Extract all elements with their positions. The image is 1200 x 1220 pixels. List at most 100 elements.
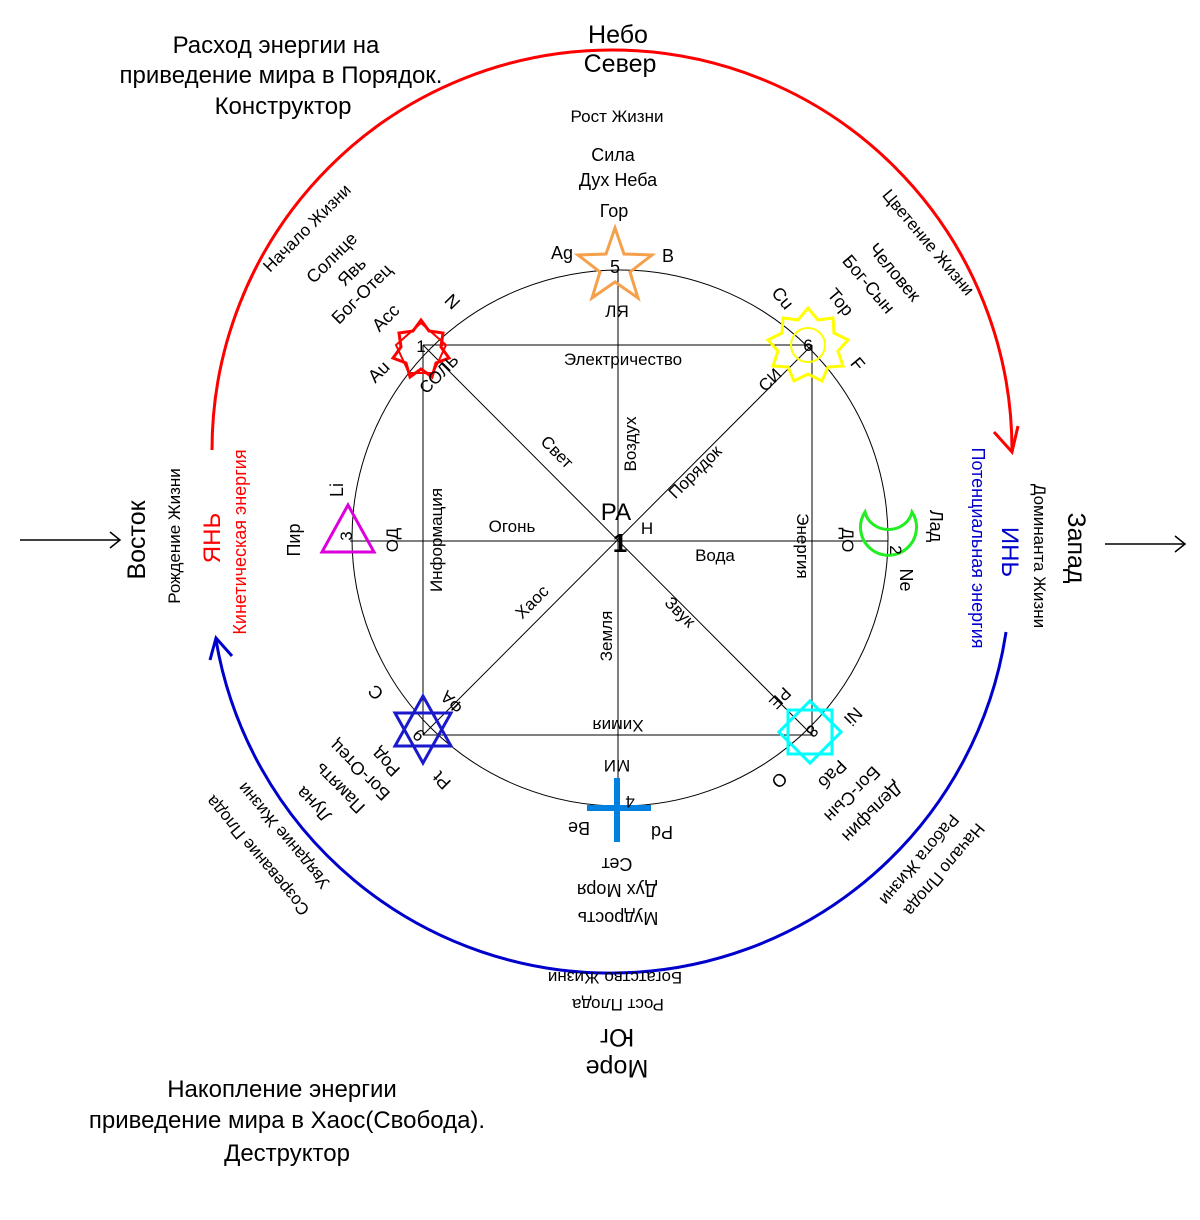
svg-text:Мудрость: Мудрость [578,908,659,928]
svg-text:Ne: Ne [896,568,916,591]
heptagram-red-inner [394,321,448,374]
svg-text:Пир: Пир [284,523,304,556]
svg-text:Au: Au [364,357,394,387]
svg-text:9: 9 [409,725,429,745]
link-energy: Энергия [793,513,812,578]
svg-text:1: 1 [416,337,425,356]
svg-text:Море: Море [586,1054,649,1082]
direction-east: Восток [123,499,151,579]
svg-text:Небо: Небо [588,21,648,49]
svg-text:5: 5 [610,257,620,277]
link-electricity: Электричество [564,350,682,369]
svg-text:O: O [767,768,791,792]
svg-text:ДО: ДО [838,528,857,553]
pentagram-icon [573,223,657,302]
svg-text:C: C [364,681,387,704]
svg-text:Расход энергии на: Расход энергии на [173,32,380,59]
svg-text:Конструктор: Конструктор [215,93,352,120]
svg-text:Дух Моря: Дух Моря [577,880,657,900]
blue-arrowhead-icon [208,634,234,661]
node-top: Сила Дух Неба Гор Ag B 5 ЛЯ [551,145,674,321]
link-sound: Звук [661,593,699,631]
node-1: Солнце Явь Бог-Отец Асс N Au 1 СОЛЬ [302,228,464,397]
svg-text:3: 3 [337,531,356,540]
link-fire: Огонь [489,517,536,536]
corner-text-bottom-left: Накопление энергии приведение мира в Хао… [89,1076,485,1167]
node-2: Лад Ne 2 ДО [838,508,946,592]
octagram-cyan-icon-b [776,698,844,766]
svg-text:8: 8 [802,721,822,741]
west-arrow-icon [1105,535,1187,553]
nonagram-yellow-icon [765,305,851,384]
link-earth: Земля [597,611,616,662]
svg-text:Лад: Лад [926,510,946,543]
east-arrow-icon [20,531,122,549]
direction-north: Небо Север [584,21,657,78]
svg-text:Pt: Pt [429,767,455,793]
svg-text:4: 4 [625,792,634,811]
hexagram-blue-icon-b [392,711,454,767]
svg-text:B: B [662,246,674,266]
svg-text:Pd: Pd [651,822,673,842]
node1-line-4: Асс [368,300,403,335]
svg-text:ЛЯ: ЛЯ [605,302,628,321]
svg-text:Гор: Гор [600,201,629,221]
triangle-magenta-icon [319,501,377,554]
red-arrowhead-icon [992,425,1020,456]
svg-text:Li: Li [327,483,347,497]
svg-text:N: N [441,290,464,313]
link-information: Информация [427,488,446,592]
yang-label: ЯНЬ [199,513,226,563]
potential-energy-label: Потенциальная энергия [968,447,988,648]
svg-text:приведение мира в Порядок.: приведение мира в Порядок. [120,62,443,89]
link-air: Воздух [621,416,640,471]
svg-text:приведение мира в Хаос(Свобода: приведение мира в Хаос(Свобода). [89,1107,485,1134]
node-6: Человек Бог-Сын Тор Cu F 6 СИ [755,239,925,395]
direction-south: Море Юг [586,1023,649,1082]
svg-text:МИ: МИ [604,756,630,775]
center-node: РА H 1 [601,499,653,558]
svg-text:Деструктор: Деструктор [224,1140,350,1167]
svg-text:Be: Be [568,818,590,838]
node-3: Li Пир 3 ОД [284,483,402,557]
svg-text:Север: Север [584,50,657,78]
svg-text:Ni: Ni [840,703,866,729]
node-8: Раб Бог-Сын Дельфин Ni O 8 РЕ [765,683,906,846]
svg-text:РЕ: РЕ [765,683,794,712]
connection-lines [350,268,888,808]
yin-label: ИНЬ [996,527,1023,577]
svg-text:Сила: Сила [591,145,636,165]
label-rozhdenie-zhizni: Рождение Жизни [165,468,184,604]
svg-text:РА: РА [601,499,631,526]
label-bogatstvo-zhizni: Богатство Жизни [548,968,682,987]
svg-text:Тор: Тор [823,284,857,320]
heptagram-red-icon [390,317,452,380]
svg-text:6: 6 [803,336,812,355]
svg-text:F: F [846,354,868,375]
kinetic-energy-label: Кинетическая энергия [230,449,250,634]
svg-text:H: H [641,519,653,538]
label-rost-zhizni: Рост Жизни [571,107,664,126]
node-bottom: Сет Дух Моря Мудрость Be Pd 4 МИ [568,756,673,928]
link-light: Свет [537,432,577,472]
link-chaos: Хаос [512,581,553,622]
octagram-cyan-icon-a [786,708,834,756]
link-order: Порядок [665,441,726,502]
label-dominanta-zhizni: Доминанта Жизни [1030,484,1049,628]
svg-text:Накопление энергии: Накопление энергии [167,1076,397,1103]
label-rost-ploda: Рост Плода [572,995,664,1014]
svg-text:ОД: ОД [383,527,402,552]
link-water: Вода [695,546,735,565]
crescent-green-icon [859,508,918,557]
direction-west: Запад [1062,512,1090,583]
svg-text:Ag: Ag [551,243,573,263]
svg-text:Раб: Раб [814,756,851,793]
svg-text:Сет: Сет [602,854,633,874]
svg-text:СИ: СИ [755,365,786,396]
hexagram-blue-icon-a [392,692,454,748]
svg-text:1: 1 [613,528,627,558]
corner-text-top-left: Расход энергии на приведение мира в Поря… [120,32,443,120]
node-9: Луна Память Бог-Отец Род C Pt 9 ФА [292,681,468,826]
